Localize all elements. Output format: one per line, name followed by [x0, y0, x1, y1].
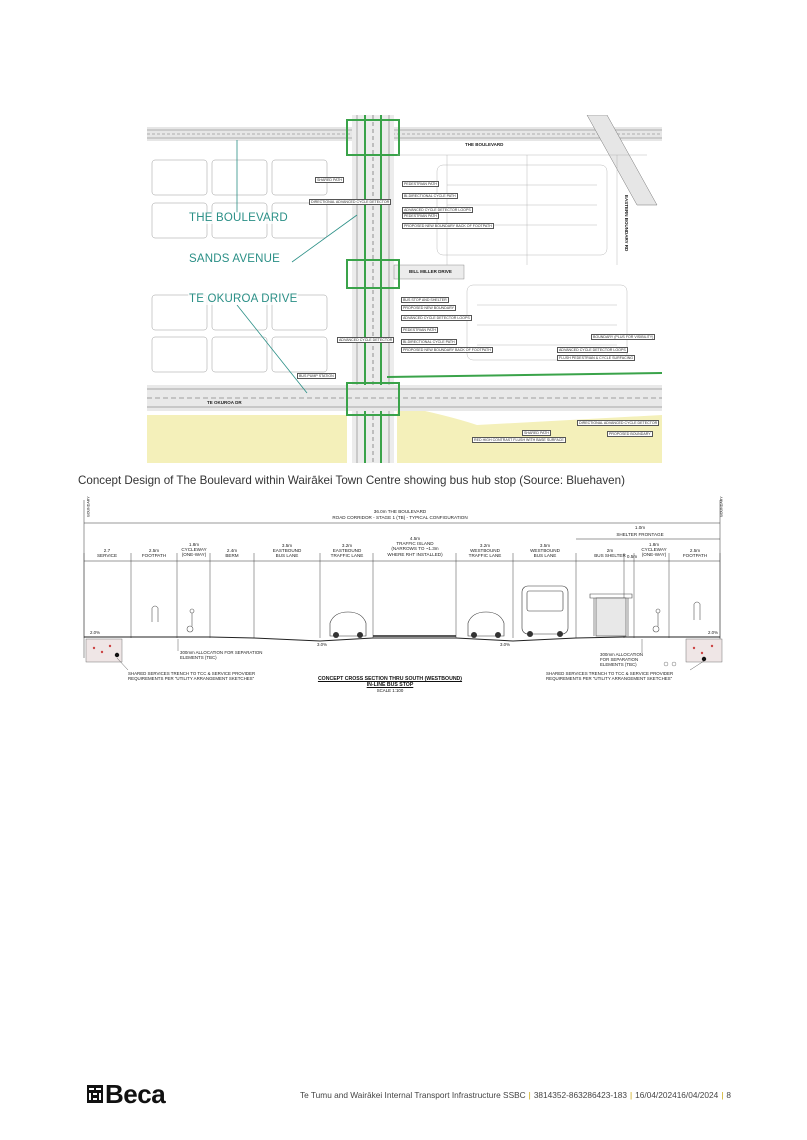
plan-label: DIRECTIONAL ADVANCED CYCLE DETECTOR	[309, 199, 392, 205]
beca-logo: Beca	[87, 1079, 187, 1109]
plan-label: DIRECTIONAL ADVANCED CYCLE DETECTOR	[577, 420, 660, 426]
plan-label: PEDESTRIAN PATH	[402, 181, 440, 187]
overall-width-label: 36.0m THE BOULEVARD	[373, 509, 427, 514]
callout-the-boulevard: THE BOULEVARD	[188, 212, 289, 224]
boundary-label-left: BOUNDARY	[86, 496, 91, 517]
plan-label: ADVANCED CYCLE DETECTOR LOOPS	[401, 315, 472, 321]
figure-caption: Concept Design of The Boulevard within W…	[78, 474, 625, 487]
lane-label-wb-bus: 3.5m WESTBOUND BUS LANE	[530, 543, 560, 559]
lane-label-berm: 2.4m BERM	[225, 548, 239, 559]
footer-doc-date: 16/04/202416/04/2024	[635, 1090, 719, 1100]
concept-plan-drawing: THE BOULEVARD SANDS AVENUE TE OKUROA DRI…	[147, 115, 662, 463]
slope-label: 2.0%	[90, 630, 101, 635]
plan-label: SHARED PATH	[315, 177, 345, 183]
lane-label-footpath-right: 2.5m FOOTPATH	[682, 548, 708, 559]
callout-te-okuroa-drive: TE OKUROA DRIVE	[188, 293, 299, 305]
page-footer: Te Tumu and Wairākei Internal Transport …	[300, 1090, 732, 1100]
plan-label: PEDESTRIAN PATH	[402, 213, 440, 219]
plan-label: SHARED PATH	[522, 430, 552, 436]
footer-doc-ref: 3814352-863286423-183	[533, 1090, 628, 1100]
note-trench-left: SHARED SERVICES TRENCH TO TCC & SERVICE …	[128, 671, 256, 681]
plan-label: PROPOSED NEW BOUNDARY BACK OF FOOTPATH	[401, 347, 493, 353]
plan-linework	[147, 115, 662, 463]
cross-section-drawing: BOUNDARY BOUNDARY 36.0m THE BOULEVARD RO…	[80, 496, 727, 703]
lane-label-gap: 0.5m	[626, 554, 638, 559]
section-title-line1: CONCEPT CROSS SECTION THRU SOUTH (WESTBO…	[317, 676, 463, 682]
section-title-line2: IN-LINE BUS STOP	[366, 682, 414, 688]
slope-label: 2.0%	[708, 630, 719, 635]
slope-label: 3.0%	[500, 642, 511, 647]
section-scale: SCALE 1:100	[376, 688, 404, 693]
boundary-label-right: BOUNDARY	[719, 496, 724, 517]
plan-label: PROPOSED BOUNDARY	[607, 431, 653, 437]
lane-label-bus-shelter: 2m BUS SHELTER	[594, 548, 626, 559]
lane-label-eb-traffic: 3.2m EASTBOUND TRAFFIC LANE	[330, 543, 364, 559]
road-name-bill-miller: BILL MILLER DRIVE	[409, 269, 452, 274]
road-name-te-okuroa: TE OKUROA DR	[207, 400, 242, 405]
plan-label: ADVANCED CYCLE DETECTOR	[337, 337, 395, 343]
shelter-frontage-label: SHELTER FRONTAGE	[616, 532, 664, 537]
plan-label: BI-DIRECTIONAL CYCLE PATH	[402, 193, 458, 199]
lane-label-eb-bus: 3.5m EASTBOUND BUS LANE	[272, 543, 302, 559]
callout-sands-avenue: SANDS AVENUE	[188, 253, 282, 265]
beca-logo-icon	[87, 1085, 103, 1103]
lane-label-service: 2.7 SERVICE	[96, 548, 118, 559]
plan-label: PEDESTRIAN PATH	[401, 327, 439, 333]
plan-label: BUS PUMP STATION	[297, 373, 336, 379]
section-linework	[83, 500, 723, 671]
plan-label: PROPOSED NEW BOUNDARY	[401, 305, 457, 311]
plan-label: ADVANCED CYCLE DETECTOR LOOPS	[402, 207, 473, 213]
footer-doc-title: Te Tumu and Wairākei Internal Transport …	[300, 1090, 526, 1100]
overall-width-sublabel: ROAD CORRIDOR - STAGE 1 (TB) - TYPICAL C…	[332, 515, 468, 520]
slope-label: 3.0%	[317, 642, 328, 647]
note-separation-right: 300mm ALLOCATION FOR SEPARATION ELEMENTS…	[600, 652, 644, 667]
plan-label: ADVANCED CYCLE DETECTOR LOOPS	[557, 347, 628, 353]
footer-page-number: 8	[726, 1090, 732, 1100]
plan-label: FLUSH PEDESTRIAN & CYCLE SURFACING	[557, 355, 636, 361]
plan-label: RED HIGH CONTRAST FLUSH WITH BASE SURFAC…	[472, 437, 566, 443]
plan-label: BOUNDARY (PLUS FOR VISIBILITY)	[591, 334, 656, 340]
plan-label: BI-DIRECTIONAL CYCLE PATH	[401, 339, 457, 345]
plan-label: BUS STOP AND SHELTER	[401, 297, 449, 303]
road-name-boulevard: THE BOULEVARD	[465, 142, 504, 147]
shelter-width-label: 1.0m	[634, 525, 646, 530]
lane-label-footpath-left: 2.5m FOOTPATH	[141, 548, 167, 559]
road-name-eastern: EASTERN BOUNDARY RD	[624, 195, 629, 252]
beca-logo-text: Beca	[105, 1079, 166, 1109]
lane-label-island: 4.5m TRAFFIC ISLAND (NARROWS TO ~1.3m WH…	[387, 536, 443, 557]
note-trench-right: SHARED SERVICES TRENCH TO TCC & SERVICE …	[546, 671, 674, 681]
note-separation-left: 300mm ALLOCATION FOR SEPARATION ELEMENTS…	[180, 650, 263, 660]
plan-label: PROPOSED NEW BOUNDARY BACK OF FOOTPATH	[402, 223, 494, 229]
lane-label-cycleway-left: 1.8m CYCLEWAY (ONE-WAY)	[181, 542, 207, 558]
section-title: CONCEPT CROSS SECTION THRU SOUTH (WESTBO…	[290, 676, 490, 694]
lane-label-cycleway-right: 1.8m CYCLEWAY (ONE-WAY)	[641, 542, 667, 558]
lane-label-wb-traffic: 3.2m WESTBOUND TRAFFIC LANE	[468, 543, 502, 559]
